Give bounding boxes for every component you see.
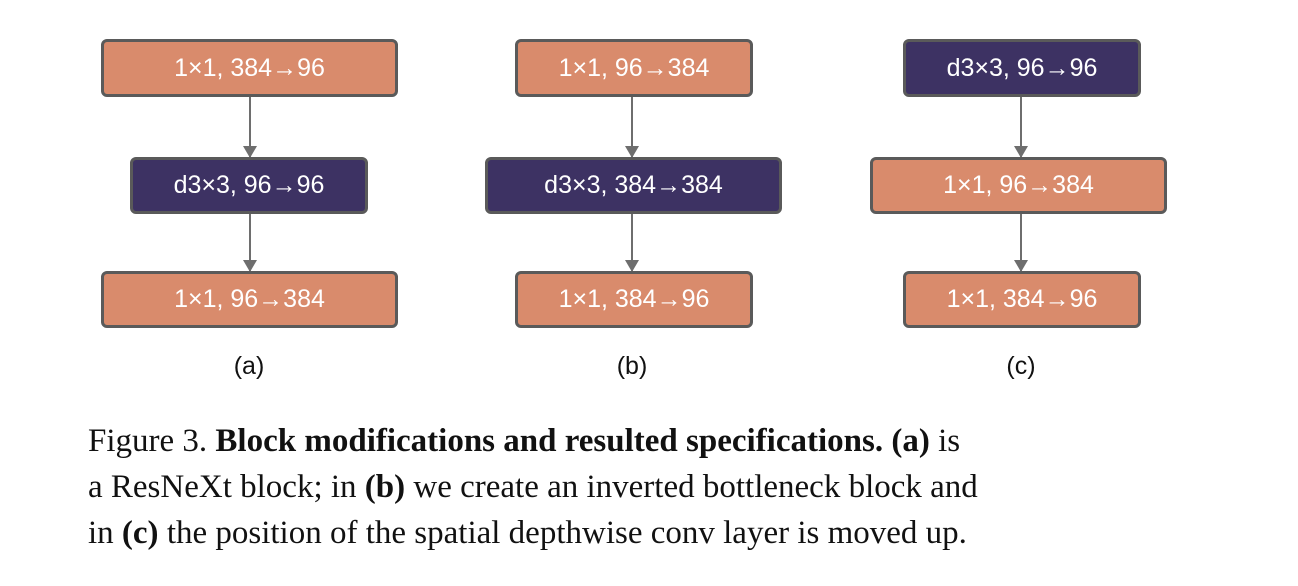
arrow-a-2 — [243, 214, 257, 272]
caption-title: Block modifications and resulted specifi… — [215, 423, 884, 459]
caption-ref-a: (a) — [891, 423, 930, 459]
block-a-layer-3: 1×1, 96→384 — [101, 271, 398, 328]
block-b-layer-2: d3×3, 384→384 — [485, 157, 782, 214]
arrow-b-1 — [625, 97, 639, 158]
arrow-c-1 — [1014, 97, 1028, 158]
block-b-layer-1: 1×1, 96→384 — [515, 39, 753, 97]
label-a: (a) — [233, 352, 265, 380]
caption-text: is — [938, 423, 961, 459]
caption-line-3: in (c) the position of the spatial depth… — [88, 510, 1208, 556]
arrow-a-1 — [243, 97, 257, 158]
caption-figure-number: Figure 3. — [88, 423, 208, 459]
arrow-b-2 — [625, 214, 639, 272]
arrow-c-2 — [1014, 214, 1028, 272]
block-a-layer-2: d3×3, 96→96 — [130, 157, 368, 214]
block-c-layer-2: 1×1, 96→384 — [870, 157, 1167, 214]
block-c-layer-3: 1×1, 384→96 — [903, 271, 1141, 328]
label-b: (b) — [616, 352, 648, 380]
block-c-layer-1: d3×3, 96→96 — [903, 39, 1141, 97]
block-b-layer-3: 1×1, 384→96 — [515, 271, 753, 328]
caption-ref-c: (c) — [121, 515, 159, 551]
caption-line-2: a ResNeXt block; in (b) we create an inv… — [88, 464, 1208, 510]
caption-text: the position of the spatial depthwise co… — [166, 515, 967, 551]
block-a-layer-1: 1×1, 384→96 — [101, 39, 398, 97]
caption-text: in — [88, 515, 114, 551]
caption-ref-b: (b) — [364, 469, 406, 505]
block-diagram: 1×1, 384→96 d3×3, 96→96 1×1, 96→384 (a) … — [101, 39, 1167, 380]
caption-text: a ResNeXt block; in — [88, 469, 357, 505]
caption-line-1: Figure 3. Block modifications and result… — [88, 418, 1208, 464]
label-c: (c) — [1006, 352, 1036, 380]
figure-caption: Figure 3. Block modifications and result… — [88, 418, 1208, 556]
caption-text: we create an inverted bottleneck block a… — [413, 469, 978, 505]
